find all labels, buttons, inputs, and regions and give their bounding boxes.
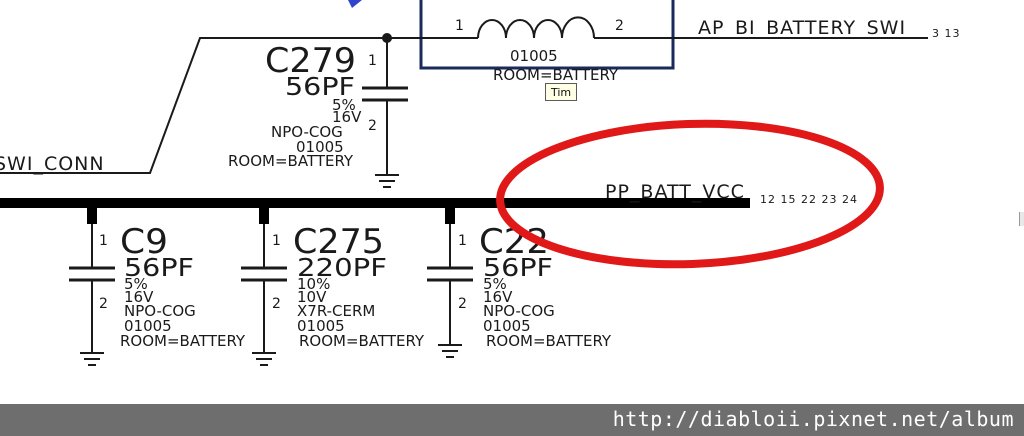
inductor-package: 01005 [510,47,558,65]
c9-pin1: 1 [99,233,108,249]
capacitor-c9 [69,224,115,366]
schematic-canvas: 1 2 01005 ROOM=BATTERY AP_BI_BATTERY_SWI… [0,0,961,366]
c9-dielectric: NPO-COG [124,302,196,320]
c279-tolerance: 5% [332,96,356,114]
c9-ref: C9 [120,222,168,262]
c9-value: 56PF [124,253,194,282]
net-xref-pp-batt: 12 15 22 23 24 [760,193,858,206]
inductor-pin2: 2 [615,18,624,34]
c279-value: 56PF [285,72,355,101]
c22-pin1: 1 [458,233,467,249]
inductor-pin1: 1 [455,18,464,34]
c275-package: 01005 [297,317,345,335]
inductor-room: ROOM=BATTERY [493,66,619,84]
junction-c22 [445,198,455,224]
capacitor-c275 [241,224,287,366]
c9-voltage: 16V [124,288,154,306]
scrollbar-tick[interactable] [1019,212,1024,226]
watermark-footer: http://diabloii.pixnet.net/album [0,404,1024,436]
c275-dielectric: X7R-CERM [297,302,375,320]
blue-cursor-mark [348,0,362,8]
junction-c9 [87,198,97,224]
wire-swi-diagonal [0,37,478,174]
c22-room: ROOM=BATTERY [486,332,612,350]
c275-ref: C275 [293,222,384,262]
c275-room: ROOM=BATTERY [299,332,425,350]
c22-dielectric: NPO-COG [483,302,555,320]
junction-c275 [259,198,269,224]
net-label-swi-conn: SWI_CONN [0,153,105,175]
c22-voltage: 16V [483,288,513,306]
watermark-url: http://diabloii.pixnet.net/album [612,407,1014,431]
c22-package: 01005 [483,317,531,335]
c279-ref: C279 [265,41,356,81]
c275-pin2: 2 [272,296,281,312]
inductor-box [419,0,675,70]
net-label-pp-batt-vcc: PP_BATT_VCC [605,181,745,203]
c22-pin2: 2 [458,296,467,312]
c9-tolerance: 5% [124,275,148,293]
c275-value: 220PF [297,253,387,282]
c275-voltage: 10V [297,288,327,306]
highlight-ellipse [496,119,884,269]
c22-value: 56PF [483,253,553,282]
c279-pin1: 1 [368,53,377,69]
c279-voltage: 16V [332,108,362,126]
c9-package: 01005 [124,317,172,335]
c9-room: ROOM=BATTERY [120,332,246,350]
tooltip: Tim [545,83,578,101]
net-label-ap-bi-battery-swi: AP_BI_BATTERY_SWI [698,17,906,39]
capacitor-c279 [362,38,408,188]
net-xref-ap-bi: 3 13 [932,27,961,40]
inductor-coil [477,16,595,39]
c275-tolerance: 10% [297,275,330,293]
c275-pin1: 1 [272,233,281,249]
c9-pin2: 2 [99,296,108,312]
c279-pin2: 2 [368,118,377,134]
capacitor-c22 [427,224,473,358]
c22-tolerance: 5% [483,275,507,293]
c279-package: 01005 [296,138,344,156]
c279-room: ROOM=BATTERY [228,152,354,170]
c279-dielectric: NPO-COG [271,123,343,141]
